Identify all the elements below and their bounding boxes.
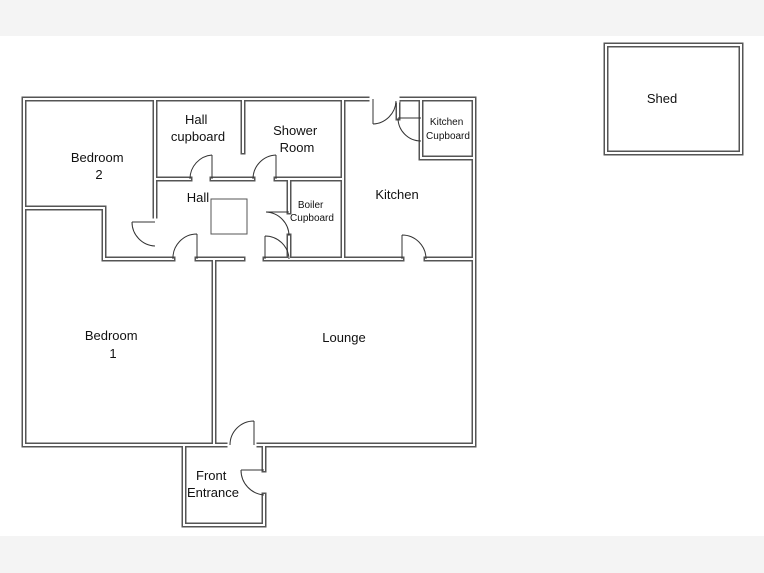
door-bedroom-2 [131, 221, 156, 247]
door-kitchen [401, 234, 427, 260]
label-front-entrance: Front Entrance [187, 468, 239, 500]
label-hall: Hall [187, 190, 210, 205]
label-kitchen: Kitchen [375, 187, 418, 202]
door-lounge [264, 235, 290, 260]
door-porch [240, 469, 265, 496]
door-shower-room [252, 154, 277, 180]
door-kitchen-cupboard [397, 117, 422, 142]
label-lounge: Lounge [322, 330, 365, 345]
label-bedroom-2: Bedroom 2 [71, 150, 127, 182]
doors [131, 99, 427, 496]
door-front-entrance [229, 420, 255, 446]
label-hall-cupboard: Hall cupboard [171, 112, 225, 144]
hall-fixture [210, 198, 248, 235]
door-kitchen-external [372, 99, 397, 125]
door-boiler-cupboard [265, 211, 290, 237]
label-boiler-cupboard: Boiler Cupboard [290, 200, 334, 224]
label-shower-room: Shower Room [273, 123, 321, 155]
door-bedroom-1 [172, 233, 198, 260]
label-shed: Shed [647, 91, 677, 106]
label-bedroom-1: Bedroom 1 [85, 328, 141, 361]
door-hall-cupboard [189, 154, 213, 180]
label-kitchen-cupboard: Kitchen Cupboard [426, 117, 470, 142]
walls [21, 42, 744, 528]
paper-area [0, 36, 764, 536]
